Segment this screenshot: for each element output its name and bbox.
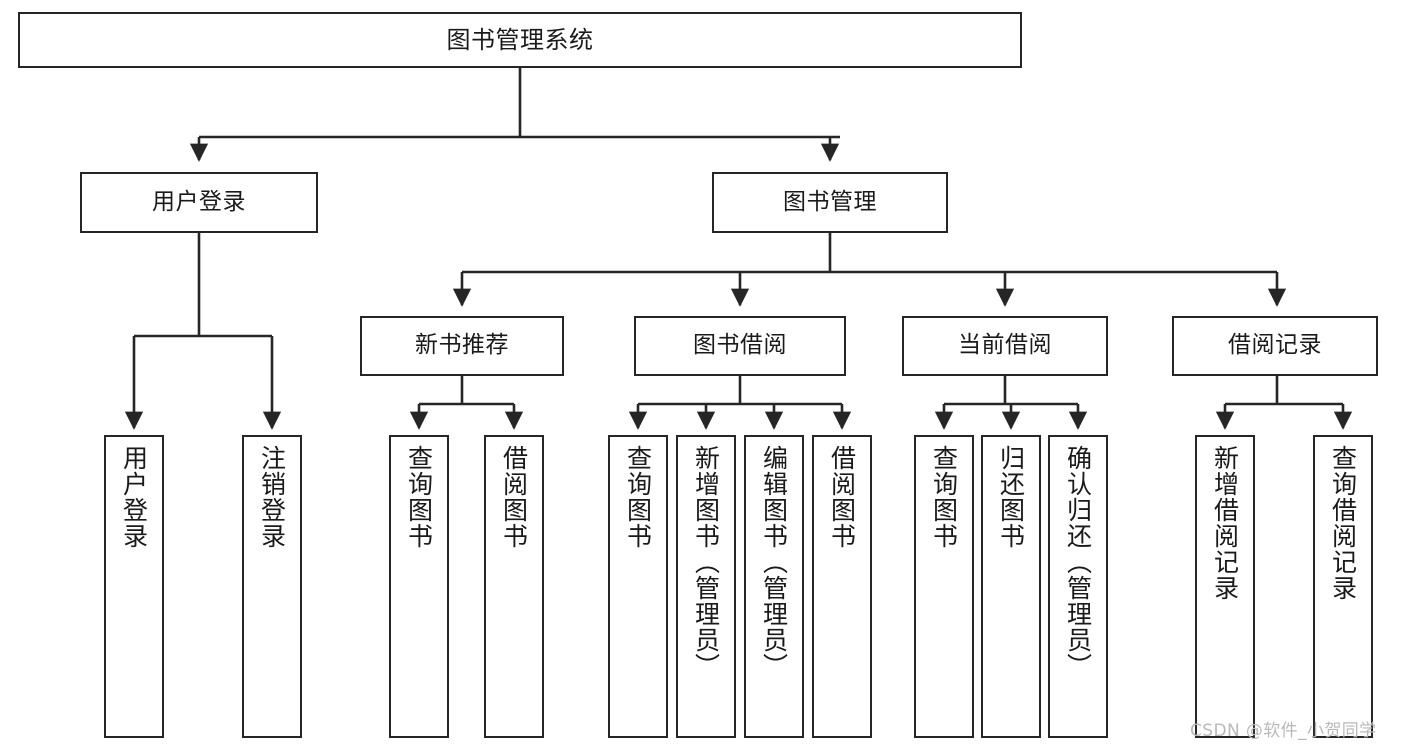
- node-label: 查询图书: [929, 445, 959, 549]
- node-borrowing-records[interactable]: 借阅记录: [1172, 316, 1378, 376]
- leaf-logout-login[interactable]: 注销登录: [242, 435, 302, 738]
- node-new-book-recommendation[interactable]: 新书推荐: [360, 316, 564, 376]
- node-label: 新书推荐: [415, 332, 509, 359]
- leaf-return-books[interactable]: 归还图书: [981, 435, 1041, 738]
- node-label: 查询图书: [623, 445, 653, 549]
- node-label: 当前借阅: [958, 332, 1052, 359]
- node-label: 用户登录: [152, 188, 246, 215]
- node-label: 借阅图书: [827, 445, 857, 549]
- node-label: 图书管理: [783, 188, 877, 215]
- node-label: 借阅图书: [499, 445, 529, 549]
- leaf-query-books-borrowing[interactable]: 查询图书: [608, 435, 668, 738]
- leaf-query-borrow-record[interactable]: 查询借阅记录: [1313, 435, 1373, 738]
- node-label: 查询图书: [404, 445, 434, 549]
- node-book-management[interactable]: 图书管理: [712, 172, 948, 233]
- leaf-borrow-books-borrowing[interactable]: 借阅图书: [812, 435, 872, 738]
- node-label: 新增图书（管理员）: [691, 445, 721, 679]
- node-user-login[interactable]: 用户登录: [80, 172, 318, 233]
- node-book-borrowing[interactable]: 图书借阅: [634, 316, 846, 376]
- leaf-user-login[interactable]: 用户登录: [104, 435, 164, 738]
- leaf-add-book-admin[interactable]: 新增图书（管理员）: [676, 435, 736, 738]
- leaf-add-borrow-record[interactable]: 新增借阅记录: [1195, 435, 1255, 738]
- leaf-edit-book-admin[interactable]: 编辑图书（管理员）: [744, 435, 804, 738]
- leaf-confirm-return-admin[interactable]: 确认归还（管理员）: [1048, 435, 1108, 738]
- node-label: 归还图书: [996, 445, 1026, 549]
- node-label: 新增借阅记录: [1210, 445, 1240, 601]
- leaf-query-books-current[interactable]: 查询图书: [914, 435, 974, 738]
- node-label: 图书管理系统: [446, 25, 594, 54]
- node-label: 图书借阅: [693, 332, 787, 359]
- csdn-watermark: CSDN @软件_小贺同学: [1190, 721, 1377, 741]
- node-label: 借阅记录: [1228, 332, 1322, 359]
- leaf-query-books-recommendation[interactable]: 查询图书: [389, 435, 449, 738]
- node-label: 编辑图书（管理员）: [759, 445, 789, 679]
- node-label: 查询借阅记录: [1328, 445, 1358, 601]
- node-current-borrowing[interactable]: 当前借阅: [902, 316, 1108, 376]
- node-label: 注销登录: [257, 445, 287, 549]
- node-label: 用户登录: [119, 445, 149, 549]
- node-label: 确认归还（管理员）: [1063, 445, 1093, 679]
- leaf-borrow-books-recommendation[interactable]: 借阅图书: [484, 435, 544, 738]
- node-root-system[interactable]: 图书管理系统: [18, 12, 1022, 68]
